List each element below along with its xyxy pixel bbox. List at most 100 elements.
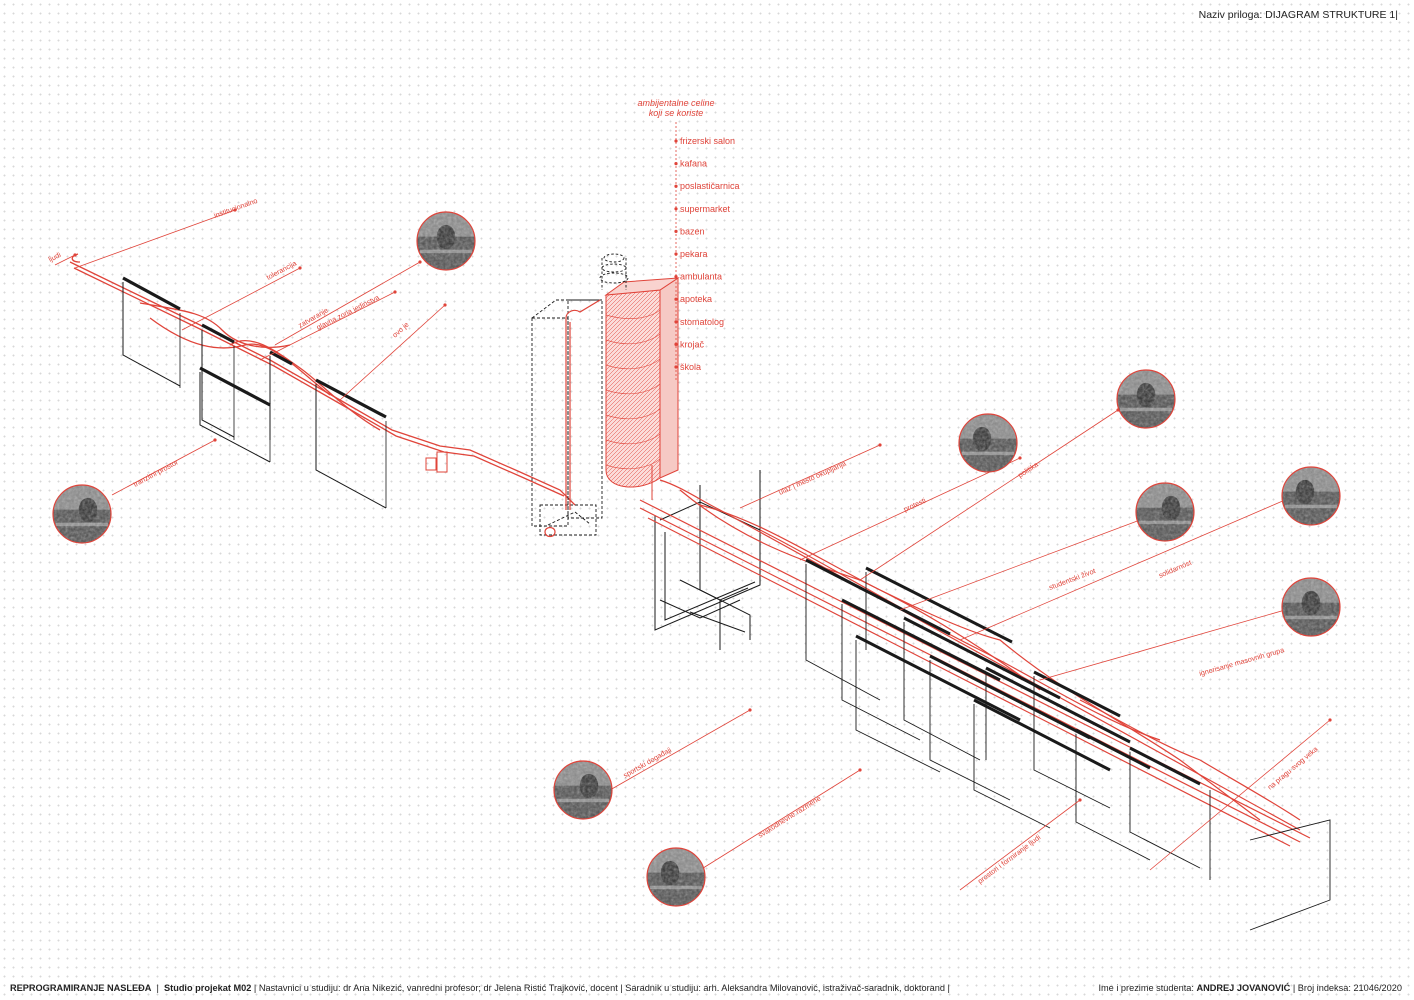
tower-list-item: apoteka (680, 294, 712, 304)
leader-label: ovo je (390, 320, 410, 340)
leader-line (739, 444, 881, 509)
photo-icon (1281, 466, 1341, 526)
leader-label: ignorisanje masovnih grupa (1198, 645, 1285, 678)
photo-icon (416, 211, 476, 271)
leader-dot (1328, 718, 1332, 722)
footer-studio: Studio projekat M02 (164, 983, 252, 993)
footer-left: REPROGRAMIRANJE NASLEĐA | Studio projeka… (10, 983, 950, 993)
leader-dot (443, 303, 447, 307)
tower-list-dot (674, 342, 678, 346)
leader-line (799, 457, 1021, 561)
tower-program-list: ambijentalne celine koji se koriste friz… (637, 98, 740, 380)
tower-list-dot (674, 297, 678, 301)
tower-list-dot (674, 365, 678, 369)
footer-right: Ime i prezime studenta: ANDREJ JOVANOVIĆ… (1098, 983, 1402, 993)
tower-list-dot (674, 275, 678, 279)
leader-dot (233, 208, 237, 212)
left-panels (122, 276, 387, 509)
tower-list-item: supermarket (680, 204, 731, 214)
leader-label: svakodnevne razmene (756, 794, 822, 840)
structure-diagram: ambijentalne celine koji se koriste friz… (47, 98, 1341, 931)
tower-list-dot (674, 320, 678, 324)
leader-dot (298, 266, 302, 270)
footer-student-label: Ime i prezime studenta: (1098, 983, 1194, 993)
leader-label: solidarnost (1157, 558, 1192, 580)
sheet-title-label: Naziv priloga: (1198, 9, 1263, 21)
photo-icon (1135, 482, 1195, 542)
tower-list-item: kafana (680, 159, 707, 169)
lower-right-panels (805, 558, 1331, 931)
leader-label: tranzitni prostor (132, 457, 180, 489)
leader-dot (73, 253, 77, 257)
tower-list-item: frizerski salon (680, 136, 735, 146)
tower-list-item: bazen (680, 226, 705, 236)
tower-list-dot (674, 162, 678, 166)
main-walkway (639, 479, 1311, 847)
leader-line (899, 519, 1141, 611)
photo-icon (646, 847, 706, 907)
footer-student-name: ANDREJ JOVANOVIĆ (1196, 983, 1291, 993)
tower-list-title-1: ambijentalne celine (637, 98, 714, 108)
tower-list-item: pekara (680, 249, 708, 259)
photo-icon (1116, 369, 1176, 429)
footer-sep: | (156, 983, 159, 993)
tower-list-dot (674, 252, 678, 256)
leader-line (959, 499, 1286, 641)
leader-line (274, 261, 421, 346)
photo-icon (1281, 577, 1341, 637)
leader-line (1039, 609, 1286, 681)
photo-icon (958, 413, 1018, 473)
leader-line (609, 709, 751, 791)
leader-label: ulaz | mesto okupljanja (777, 459, 847, 497)
tower-list-dot (674, 207, 678, 211)
leader-label: sportski događaji (622, 745, 674, 780)
leader-dot (878, 443, 882, 447)
leader-label: politika (1016, 460, 1040, 480)
leader-dot (748, 708, 752, 712)
footer: REPROGRAMIRANJE NASLEĐA | Studio projeka… (0, 978, 1414, 1000)
footer-project: REPROGRAMIRANJE NASLEĐA (10, 983, 152, 993)
leader-dot (858, 768, 862, 772)
leader-dot (393, 290, 397, 294)
tower-list-item: škola (680, 362, 701, 372)
leader-line (181, 267, 301, 331)
leader-dot (1078, 798, 1082, 802)
leader-line (111, 439, 216, 496)
footer-teachers: | Nastavnici u studiju: dr Ana Nikezić, … (253, 983, 950, 993)
leader-label: protesti (902, 496, 928, 514)
leader-label: studentski život (1048, 566, 1097, 592)
leader-label: tolerancija (265, 259, 298, 282)
photo-icon (553, 760, 613, 820)
leader-line (1149, 719, 1331, 871)
leader-dot (1018, 456, 1022, 460)
leader-line (74, 209, 236, 269)
tower-list-dot (674, 139, 678, 143)
footer-index: | Broj indeksa: 21046/2020 (1292, 983, 1402, 993)
leader-line (54, 254, 76, 266)
left-tower-outline (531, 299, 603, 536)
leader-line (959, 799, 1081, 891)
tower-list-item: krojač (680, 339, 705, 349)
tower-list-dot (674, 184, 678, 188)
leader-label: ljudi (47, 250, 63, 264)
leader-line (259, 291, 396, 361)
leader-line (699, 769, 861, 871)
leader-dot (418, 260, 422, 264)
tower-list-dot (674, 229, 678, 233)
leader-label: institucionalno (213, 196, 259, 220)
main-tower (599, 253, 680, 500)
tower-list-item: stomatolog (680, 317, 724, 327)
tower-list-item: poslastičarnica (680, 181, 740, 191)
leader-line (339, 304, 446, 401)
tower-list-title-2: koji se koriste (649, 108, 704, 118)
tower-shaft (544, 299, 601, 538)
leader-line (859, 409, 1119, 581)
leader-dot (213, 438, 217, 442)
sheet-title: Naziv priloga: DIJAGRAM STRUKTURE 1| (1199, 9, 1398, 21)
sheet-title-value: DIJAGRAM STRUKTURE 1| (1265, 9, 1398, 21)
lower-structure-frames (654, 470, 761, 650)
tower-list-item: ambulanta (680, 272, 722, 282)
left-walkway (69, 253, 576, 506)
leader-label: prostori i formiranje ljudi (976, 832, 1043, 885)
photo-icon (52, 484, 112, 544)
